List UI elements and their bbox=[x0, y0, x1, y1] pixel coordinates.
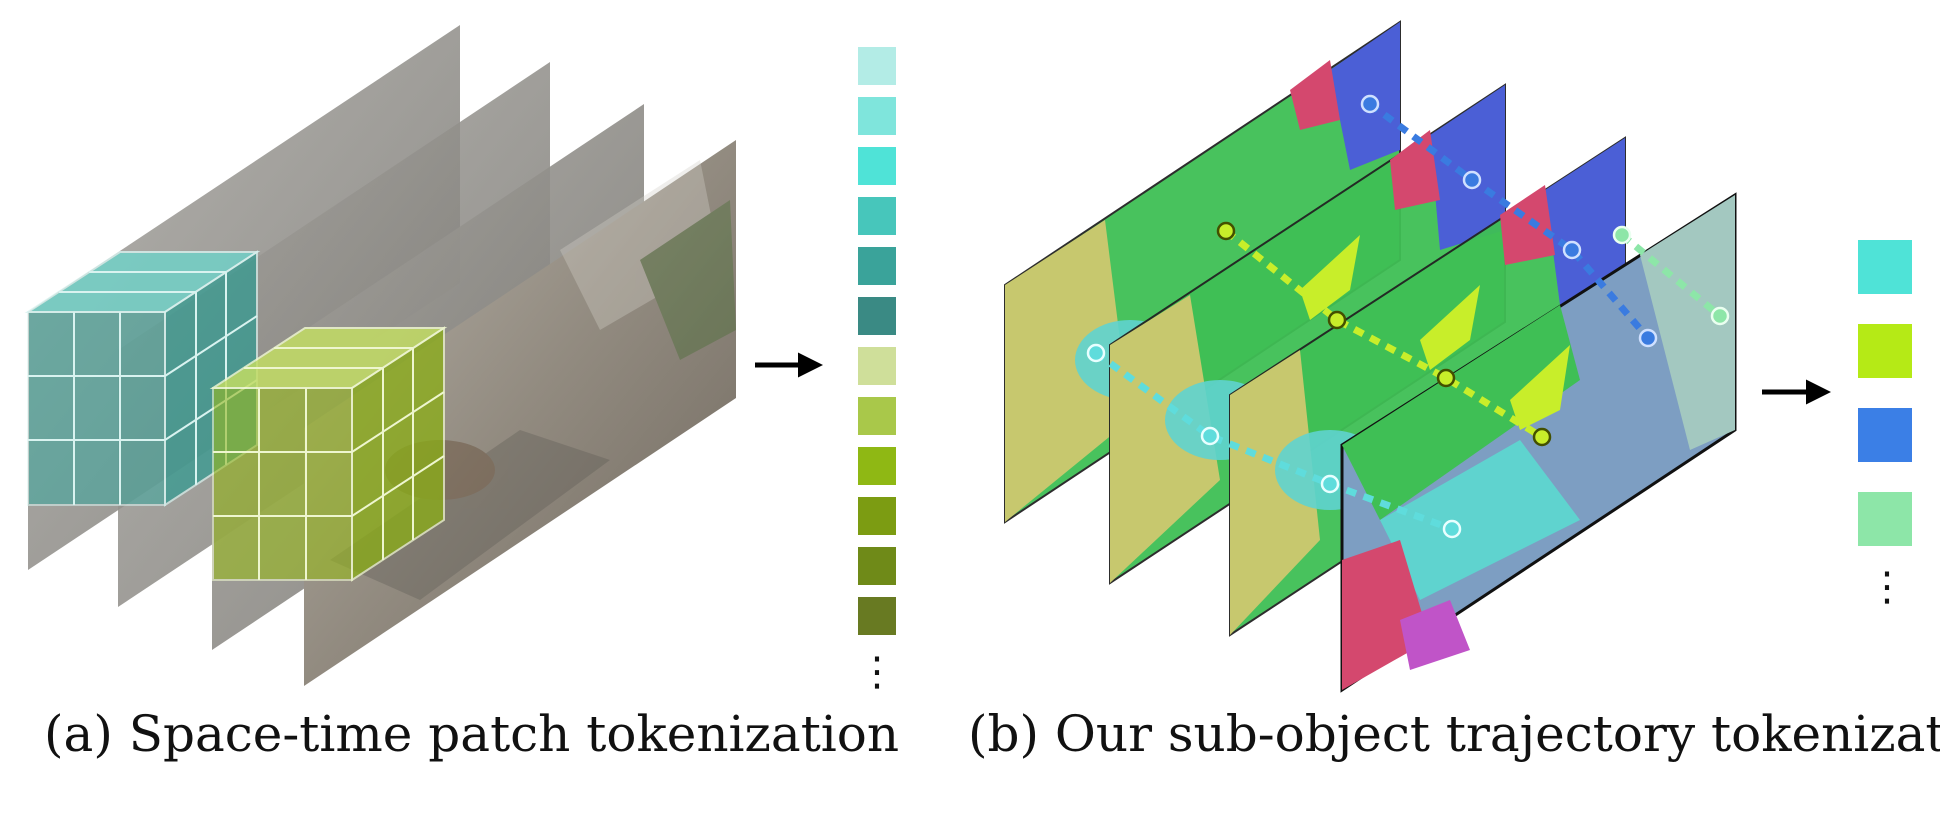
token-ellipsis-a: ⋮ bbox=[857, 649, 897, 695]
token-a-3 bbox=[858, 147, 896, 185]
trajectory-cyan bbox=[1093, 350, 1454, 533]
token-a-7 bbox=[858, 347, 896, 385]
trajectory-yellow-green bbox=[1223, 228, 1544, 440]
token-a-2 bbox=[858, 97, 896, 135]
trajectory-lines bbox=[1093, 101, 1723, 533]
token-column-b bbox=[1858, 240, 1912, 546]
panel-a-space-time-patch: ⋮ bbox=[24, 25, 897, 695]
token-a-6 bbox=[858, 297, 896, 335]
token-b-4 bbox=[1858, 492, 1912, 546]
caption-panel-b: (b) Our sub-object trajectory tokenizati… bbox=[968, 705, 1940, 763]
token-ellipsis-b: ⋮ bbox=[1867, 564, 1907, 610]
token-a-11 bbox=[858, 547, 896, 585]
token-a-10 bbox=[858, 497, 896, 535]
token-column-a bbox=[858, 47, 896, 635]
video-frame-4 bbox=[304, 140, 736, 686]
token-a-1 bbox=[858, 47, 896, 85]
segmented-frame-1 bbox=[1004, 20, 1401, 524]
teal-patch-cube bbox=[24, 250, 261, 507]
caption-panel-a: (a) Space-time patch tokenization bbox=[44, 705, 900, 763]
token-a-12 bbox=[858, 597, 896, 635]
token-b-3 bbox=[1858, 408, 1912, 462]
token-a-5 bbox=[858, 247, 896, 285]
token-a-8 bbox=[858, 397, 896, 435]
token-a-9 bbox=[858, 447, 896, 485]
trajectory-blue bbox=[1367, 101, 1651, 341]
trajectory-mint bbox=[1619, 232, 1723, 319]
segmented-frames-stack bbox=[1004, 20, 1737, 693]
green-patch-cube bbox=[209, 326, 448, 582]
token-b-2 bbox=[1858, 324, 1912, 378]
token-b-1 bbox=[1858, 240, 1912, 294]
panel-b-sub-object-trajectory: ⋮ bbox=[1004, 20, 1912, 693]
token-a-4 bbox=[858, 197, 896, 235]
trajectory-points bbox=[1086, 94, 1730, 539]
